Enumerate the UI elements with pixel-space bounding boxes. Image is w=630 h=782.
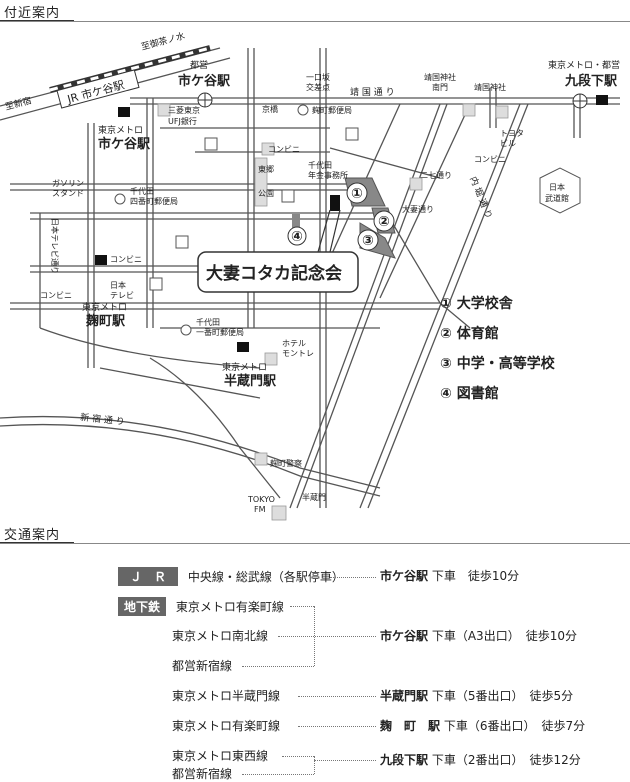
label-tokyofm-1: TOKYO bbox=[247, 495, 275, 504]
label-minamimon-1: 靖国神社 bbox=[424, 72, 456, 82]
subway-badge: 地下鉄 bbox=[118, 597, 167, 616]
jr-line: 中央線・総武線（各駅停車） bbox=[187, 570, 344, 584]
section-title-transport: 交通案内 bbox=[4, 528, 61, 543]
label-otsuma-dori: 大妻通り bbox=[402, 204, 434, 214]
label-ntv-1: 日本 bbox=[110, 280, 126, 290]
kojimachi-station: 麹 町 駅 下車（6番出口） 徒歩7分 bbox=[380, 719, 586, 733]
label-ufj-1: 三菱東京 bbox=[168, 105, 200, 115]
label-ntv-dori: 日本テレビ通り bbox=[50, 218, 60, 274]
label-ufj-2: UFJ銀行 bbox=[168, 116, 197, 126]
label-kojimachi-1: 東京メトロ bbox=[82, 301, 127, 313]
marker-4: ④ bbox=[291, 229, 303, 245]
label-kyobashi: 京橋 bbox=[262, 104, 278, 114]
label-hanzomon-2: 半蔵門駅 bbox=[224, 373, 277, 389]
section-divider-2 bbox=[0, 543, 630, 544]
label-hanzomon-gate: 半蔵門 bbox=[302, 492, 326, 502]
label-gas-1: ガソリン bbox=[52, 178, 84, 188]
kudanshita-station: 九段下駅 下車（2番出口） 徒歩12分 bbox=[380, 753, 581, 767]
label-conv-1: コンビニ bbox=[474, 155, 506, 164]
label-tokyofm-2: FM bbox=[254, 505, 266, 514]
label-conv-4: コンビニ bbox=[40, 291, 72, 300]
label-budokan-1: 日本 bbox=[549, 182, 565, 192]
label-ichibancho-1: 千代田 bbox=[196, 317, 220, 327]
label-pension-2: 年金事務所 bbox=[308, 170, 348, 180]
label-shinjuku: 至新宿 bbox=[4, 94, 33, 113]
label-pension-1: 千代田 bbox=[308, 160, 332, 170]
label-kojimachi-post: 麹町郵便局 bbox=[312, 105, 352, 115]
label-yonbancho-1: 千代田 bbox=[130, 186, 154, 196]
subway-row-3: 都営新宿線 bbox=[172, 659, 233, 673]
legend-item-3: ③ 中学・高等学校 bbox=[440, 356, 555, 372]
label-kudanshita-1: 東京メトロ・都営 bbox=[548, 59, 620, 71]
label-toei-ichigaya-1: 都営 bbox=[190, 59, 208, 71]
legend-item-1: ① 大学校舎 bbox=[440, 296, 513, 312]
legend-item-2: ② 体育館 bbox=[440, 326, 499, 342]
label-kojimachi-police: 麹町警察 bbox=[270, 458, 302, 468]
shinjuku-line-row: 都営新宿線 bbox=[172, 767, 233, 781]
label-togo-2: 公園 bbox=[258, 189, 274, 198]
legend-item-4: ④ 図書館 bbox=[440, 386, 499, 402]
label-toyota-1: トヨタ bbox=[500, 129, 524, 138]
label-yasukuni-dori: 靖 国 通 り bbox=[350, 86, 395, 98]
jr-row: Ｊ Ｒ 中央線・総武線（各駅停車） bbox=[118, 567, 344, 586]
jr-badge: Ｊ Ｒ bbox=[118, 567, 179, 586]
label-hotel-2: モントレ bbox=[282, 349, 314, 358]
label-toei-ichigaya-2: 市ケ谷駅 bbox=[178, 73, 231, 89]
label-metro-ichigaya-1: 東京メトロ bbox=[98, 124, 143, 136]
label-hanzomon-1: 東京メトロ bbox=[222, 361, 267, 373]
label-budokan-2: 武道館 bbox=[545, 193, 569, 203]
label-conv-3: コンビニ bbox=[110, 255, 142, 264]
yurakucho-row: 東京メトロ有楽町線 bbox=[172, 719, 281, 733]
section-divider bbox=[0, 21, 630, 22]
label-ichibancho-2: 一番町郵便局 bbox=[196, 327, 244, 337]
label-metro-ichigaya-2: 市ケ谷駅 bbox=[98, 136, 151, 152]
label-ntv-2: テレビ bbox=[110, 291, 134, 300]
subway-row-1: 地下鉄 東京メトロ有楽町線 bbox=[118, 597, 284, 616]
label-hotel-1: ホテル bbox=[282, 339, 306, 348]
callout-otsuma: 大妻コタカ記念会 bbox=[206, 263, 342, 284]
label-nishichi-dori: 二七通り bbox=[420, 170, 452, 180]
label-conv-2: コンビニ bbox=[268, 145, 300, 154]
marker-3: ③ bbox=[362, 233, 374, 249]
label-yasukuni-shrine: 靖国神社 bbox=[474, 82, 506, 92]
label-gas-2: スタンド bbox=[52, 189, 84, 198]
jr-station-row: 市ケ谷駅 下車 徒歩10分 bbox=[380, 569, 520, 583]
tozai-row: 東京メトロ東西線 bbox=[172, 749, 269, 763]
marker-2: ② bbox=[378, 214, 390, 230]
label-minamimon-2: 南門 bbox=[432, 82, 448, 92]
label-toyota-2: ビル bbox=[500, 139, 516, 148]
area-map: JR 市ケ谷駅 至御茶ノ水 至新宿 ① ② ③ ④ 大妻コタカ記念会 bbox=[0, 30, 620, 521]
hanzomon-station: 半蔵門駅 下車（5番出口） 徒歩5分 bbox=[380, 689, 574, 703]
label-hitokuchizaka-1: 一口坂 bbox=[306, 72, 330, 82]
label-shinjuku-dori: 新 宿 通 り bbox=[80, 411, 126, 428]
label-kojimachi-2: 麹町駅 bbox=[85, 313, 126, 329]
label-togo-1: 東郷 bbox=[258, 164, 274, 174]
label-hitokuchizaka-2: 交差点 bbox=[306, 82, 330, 92]
marker-1: ① bbox=[351, 186, 363, 202]
subway-row-2: 東京メトロ南北線 bbox=[172, 629, 269, 643]
label-yonbancho-2: 四番町郵便局 bbox=[130, 196, 178, 206]
label-kudanshita-2: 九段下駅 bbox=[564, 73, 618, 89]
label-ochanomizu: 至御茶ノ水 bbox=[140, 30, 187, 53]
hanzomon-row: 東京メトロ半蔵門線 bbox=[172, 689, 281, 703]
section-title-nearby: 付近案内 bbox=[4, 6, 61, 21]
group1-station: 市ケ谷駅 下車（A3出口） 徒歩10分 bbox=[380, 629, 577, 643]
